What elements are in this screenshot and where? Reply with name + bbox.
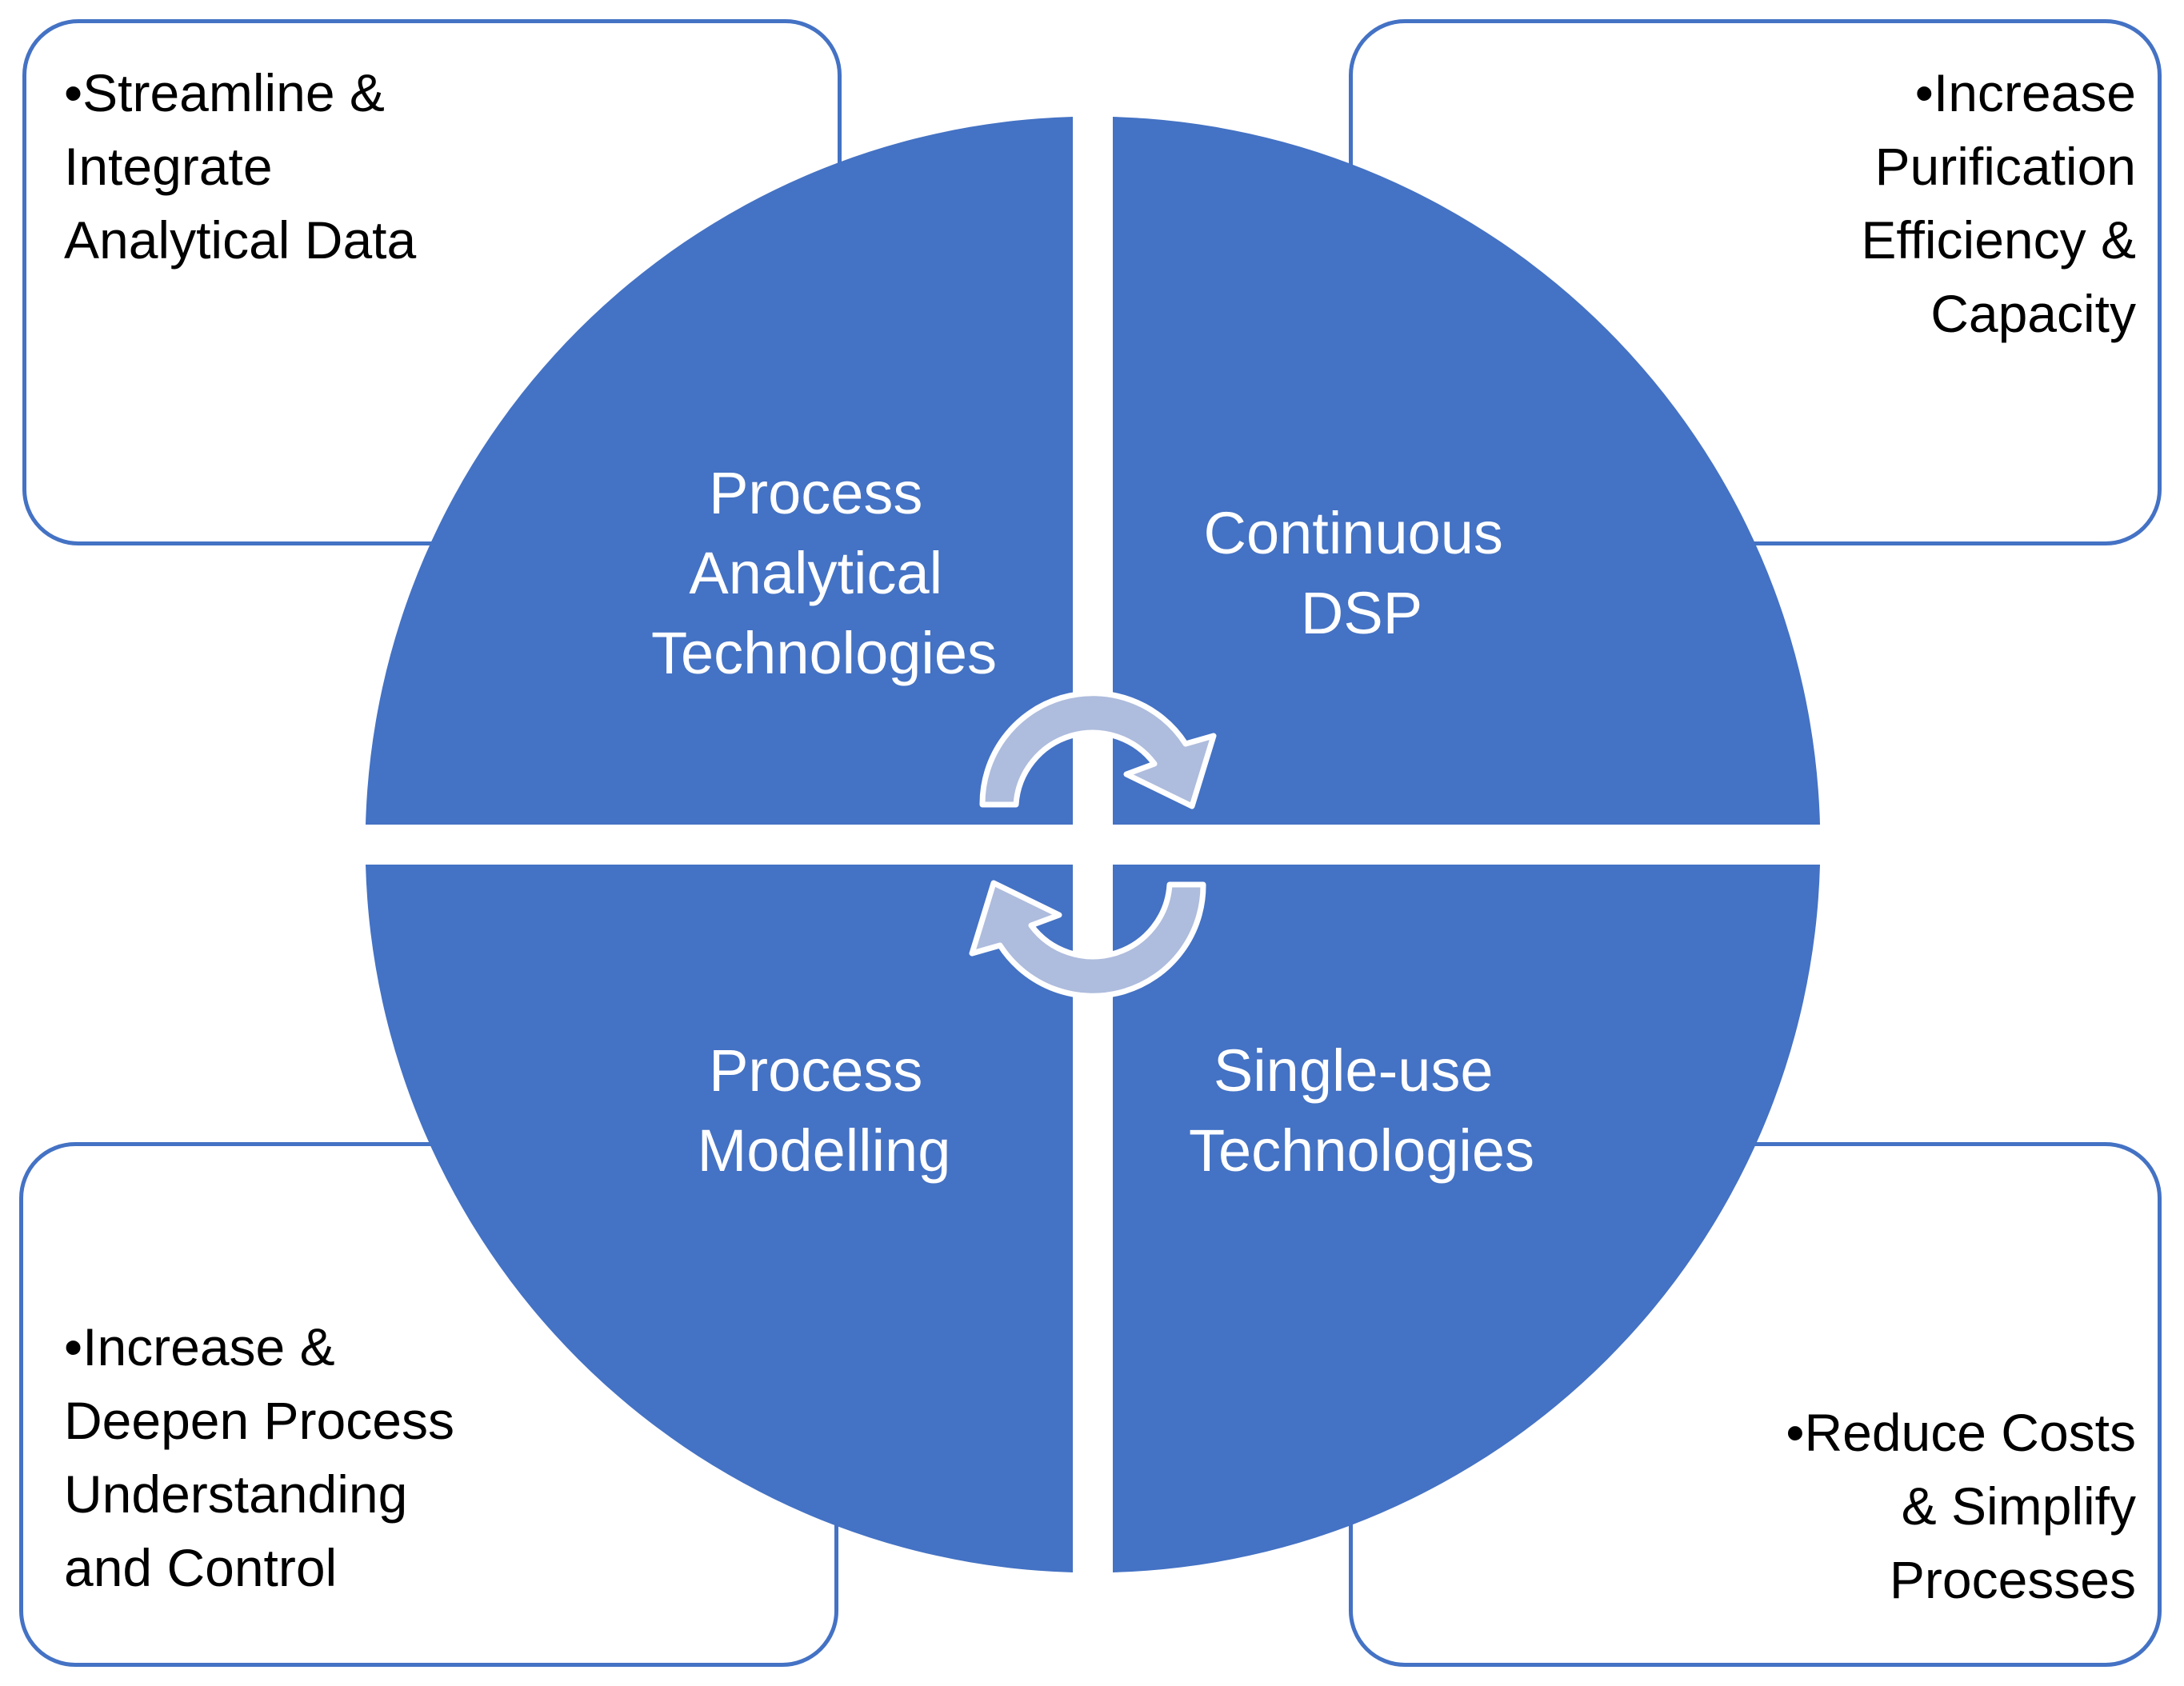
cycle-arrow-bottom (969, 880, 1206, 999)
quadrant-label-bottom-right: Single-use Technologies (1189, 1037, 1534, 1184)
quadrant-bottom-left (366, 865, 1073, 1572)
quadrant-label-top-right: Continuous DSP (1204, 500, 1520, 646)
callout-text-top-left: •Streamline & Integrate Analytical Data (64, 63, 417, 270)
quadrant-top-left (366, 117, 1073, 825)
callout-text-top-right: •Increase Purification Efficiency & Capa… (1861, 63, 2136, 343)
quadrant-top-right (1113, 117, 1820, 825)
circular-arrows-icon (969, 690, 1217, 999)
cycle-arrow-top (979, 690, 1217, 809)
quadrant-label-bottom-left: Process Modelling (698, 1037, 951, 1184)
callout-text-bottom-right: •Reduce Costs & Simplify Processes (1786, 1403, 2136, 1609)
quadrant-bottom-right (1113, 865, 1820, 1572)
quadrant-label-top-left: Process Analytical Technologies (651, 460, 997, 686)
callout-text-bottom-left: •Increase & Deepen Process Understanding… (64, 1317, 454, 1597)
